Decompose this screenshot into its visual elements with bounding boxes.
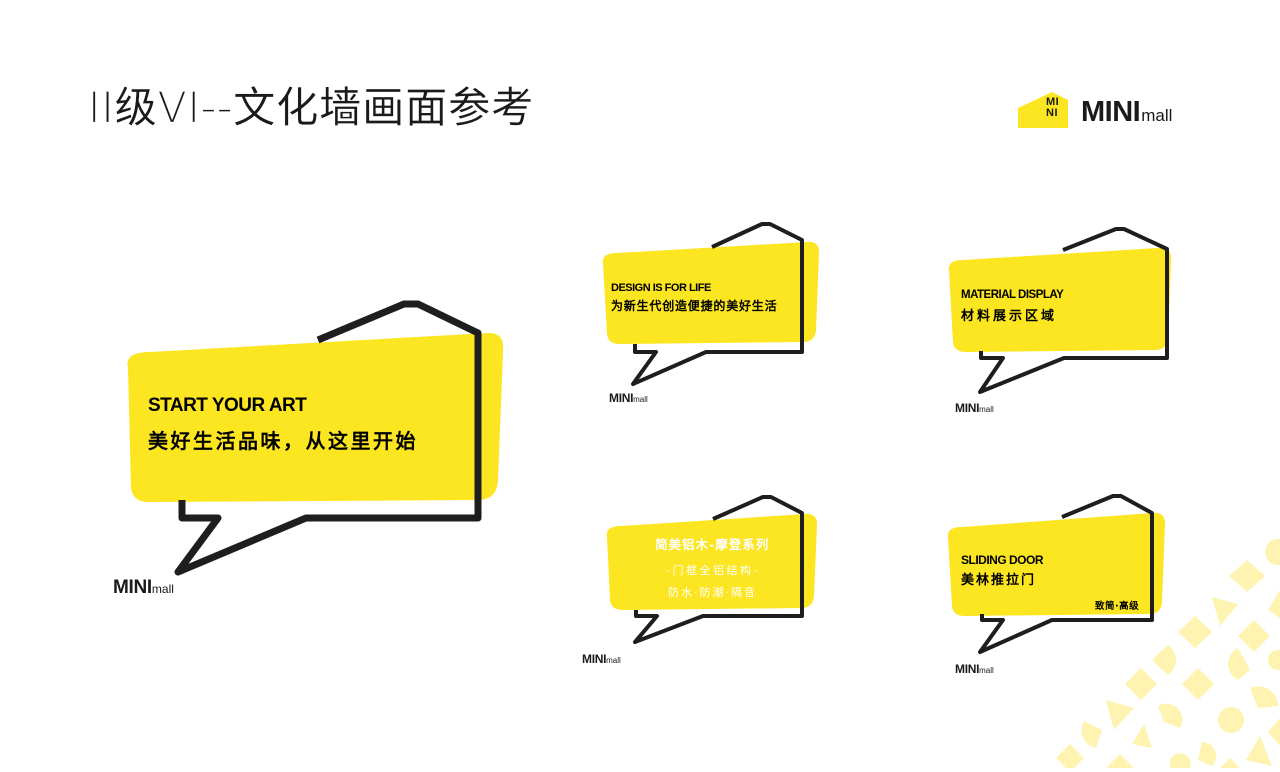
bubble4-mini-logo: MINImall	[582, 652, 621, 666]
geometric-shapes-icon	[1056, 539, 1280, 772]
bubble4-title-text: 简美铝木-摩登系列	[655, 537, 770, 552]
page-title: II级VI--文化墙画面参考	[88, 83, 535, 132]
bubble5-en-text: SLIDING DOOR	[961, 553, 1044, 567]
brand-badge-line2: NI	[1046, 107, 1058, 119]
bubble1-mini-logo: MINImall	[113, 577, 174, 598]
bubble5-cn-text: 美林推拉门	[961, 573, 1037, 588]
bubble5-tag-text: 致简·高级	[1095, 601, 1140, 612]
brand-word-small: mall	[1141, 106, 1173, 125]
bubble3-cn-text: 材料展示区域	[961, 309, 1058, 324]
brand-logo: MI NI MINImall	[1018, 92, 1228, 132]
bubble2-mini-logo: MINImall	[609, 391, 648, 405]
brand-word-big: MINI	[1081, 96, 1141, 128]
bubble4-line2-text: -门框全铝结构-	[666, 564, 760, 577]
bubble1-en-text: START YOUR ART	[148, 395, 307, 416]
bubble5-mini-logo: MINImall	[955, 662, 994, 676]
bubble1-cn-text: 美好生活品味，从这里开始	[148, 429, 418, 453]
bubble2-cn-text: 为新生代创造便捷的美好生活	[611, 299, 778, 313]
geometric-pattern-decoration	[1040, 520, 1280, 772]
house-logo-icon: MI NI	[1018, 92, 1070, 128]
bubble2-en-text: DESIGN IS FOR LIFE	[611, 282, 711, 294]
brand-badge-line1: MI	[1046, 96, 1060, 108]
bubble4-line3-text: 防水·防潮·隔音	[668, 586, 757, 599]
bubble3-en-text: MATERIAL DISPLAY	[961, 289, 1064, 301]
bubble3-mini-logo: MINImall	[955, 401, 994, 415]
